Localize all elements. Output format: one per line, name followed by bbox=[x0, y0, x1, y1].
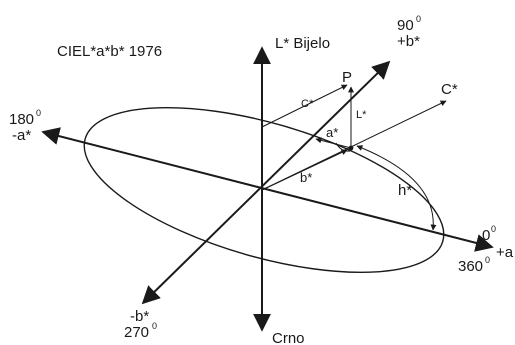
h-star-label: h* bbox=[398, 182, 412, 199]
point-dot bbox=[348, 145, 354, 151]
l-star-label: L* bbox=[356, 109, 367, 121]
a-star-angle-arc bbox=[335, 142, 351, 152]
minus-a-angle: 180 bbox=[9, 111, 34, 128]
l-axis-top-label: L* Bijelo bbox=[275, 35, 330, 52]
a-star-component bbox=[315, 137, 352, 149]
plus-a-degree-zero: 0 bbox=[491, 224, 496, 234]
hue-angle-arc bbox=[356, 145, 437, 231]
c-star-upper-vector bbox=[261, 84, 348, 128]
diagram-title: CIEL*a*b* 1976 bbox=[57, 43, 162, 60]
b-star-label: b* bbox=[300, 170, 312, 185]
b-star-component bbox=[261, 149, 348, 191]
minus-b-degree: 0 bbox=[152, 321, 157, 331]
a-star-label: a* bbox=[326, 125, 338, 140]
c-star-upper-label: C* bbox=[301, 98, 314, 110]
minus-a-label: -a* bbox=[12, 127, 31, 144]
plus-a-angle-zero: 0 bbox=[482, 227, 490, 244]
minus-b-label: -b* bbox=[130, 308, 149, 325]
minus-a-degree: 0 bbox=[36, 108, 41, 118]
plus-a-degree-360: 0 bbox=[485, 255, 490, 265]
plus-a-angle-360: 360 bbox=[458, 258, 483, 275]
plus-b-label: +b* bbox=[397, 33, 420, 50]
b-axis bbox=[141, 60, 391, 305]
c-star-right-label: C* bbox=[441, 81, 458, 98]
plus-b-angle: 90 bbox=[397, 17, 414, 34]
plus-a-label: +a bbox=[496, 244, 514, 261]
minus-b-angle: 270 bbox=[124, 324, 149, 341]
point-p-label: P bbox=[342, 69, 352, 86]
a-axis bbox=[41, 127, 494, 252]
l-axis-bottom-label: Crno bbox=[272, 330, 305, 345]
plus-b-degree: 0 bbox=[416, 14, 421, 24]
